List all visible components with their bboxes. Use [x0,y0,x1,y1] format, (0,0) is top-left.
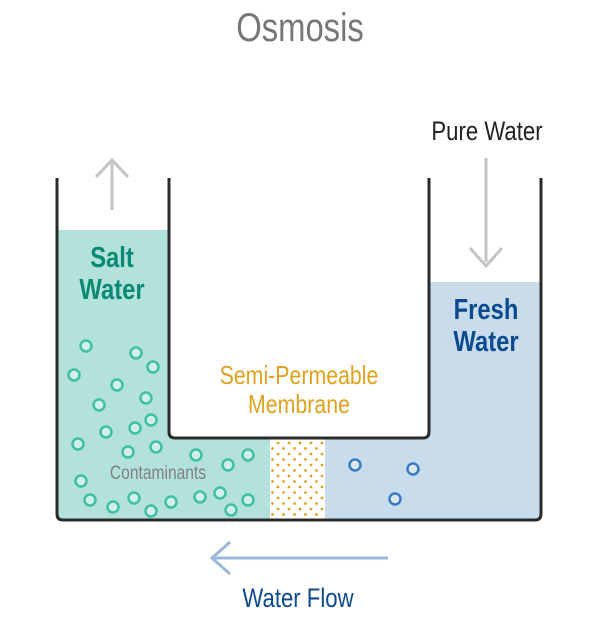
contaminant-particle [149,440,163,454]
contaminant-particle [241,448,255,462]
contaminant-particle [99,425,113,439]
membrane [270,438,325,520]
contaminant-particle [92,398,106,412]
fresh-water-label: Fresh Water [441,294,531,359]
contaminant-particle [127,491,141,505]
contaminant-particle [129,346,143,360]
contaminant-particle [74,474,88,488]
contaminant-particle [221,458,235,472]
contaminant-particle [106,500,120,514]
water-word: Water [79,273,145,306]
contaminant-particle [189,448,203,462]
contaminant-particle [213,486,227,500]
water-particle [348,458,362,472]
membrane-line-2: Membrane [248,388,350,419]
container-inner [167,178,431,440]
salt-word: Salt [90,242,134,274]
pure-water-label: Pure Water [431,116,543,146]
water-particle [406,462,420,476]
contaminant-particle [128,421,142,435]
contaminant-particle [71,437,85,451]
contaminant-particle [193,490,207,504]
membrane-label: Semi-Permeable Membrane [209,361,389,418]
down-arrow-icon [468,158,504,269]
container-outer [55,178,543,522]
salt-water-fill [57,230,270,520]
contaminant-particle [144,413,158,427]
water-particle [388,492,402,506]
fresh-water-fill [325,282,541,520]
contaminant-particle [83,493,97,507]
contaminant-particle [144,504,158,518]
contaminant-particle [146,360,160,374]
contaminant-particle [164,495,178,509]
contaminants-label: Contaminants [109,463,207,484]
contaminant-particle [121,445,135,459]
contaminant-particles [67,339,255,518]
contaminant-particle [79,339,93,353]
contaminant-particle [241,493,255,507]
title: Osmosis [236,6,364,50]
fresh-word: Fresh [453,294,519,326]
water-particles [348,458,420,506]
water-flow-label: Water Flow [242,583,354,613]
contaminant-particle [224,503,238,517]
salt-water-label: Salt Water [71,242,153,307]
water-flow-arrow-icon [209,540,388,576]
contaminant-particle [67,368,81,382]
water-word: Water [453,325,519,358]
contaminant-particle [139,391,153,405]
up-arrow-icon [94,157,130,210]
contaminant-particle [110,378,124,392]
membrane-line-1: Semi-Permeable [219,360,379,390]
